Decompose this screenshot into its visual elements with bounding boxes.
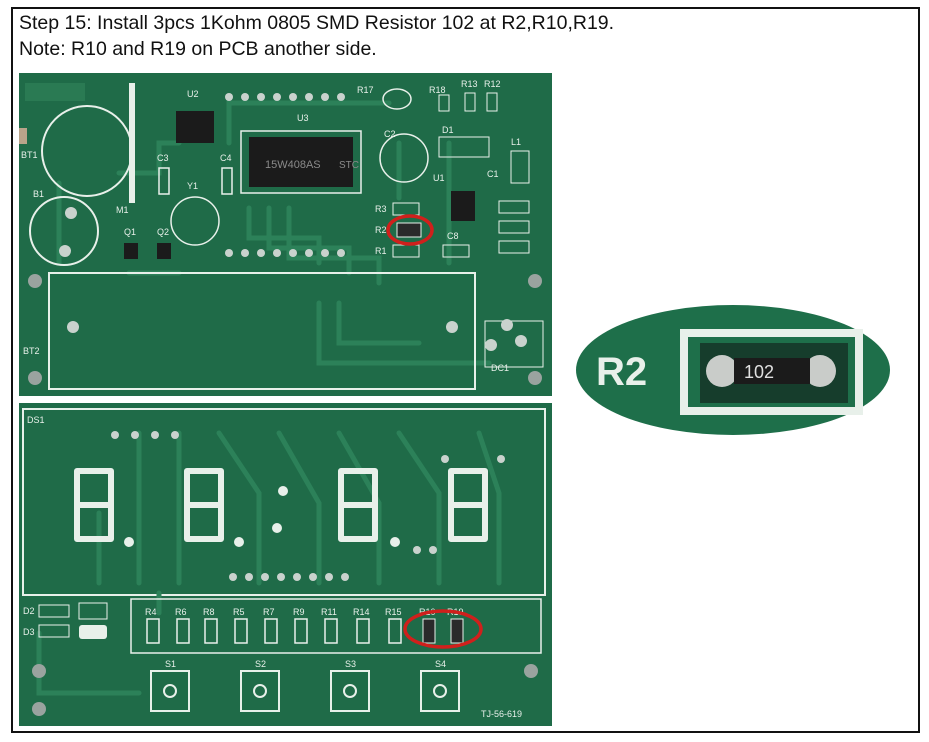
label-r2: R2 — [375, 225, 387, 235]
label-u3: U3 — [297, 113, 309, 123]
label-r18: R18 — [429, 85, 446, 95]
label-c3: C3 — [157, 153, 169, 163]
resistor-code: 102 — [744, 362, 774, 382]
label-bt1: BT1 — [21, 150, 38, 160]
label-r6: R6 — [175, 607, 187, 617]
label-s3: S3 — [345, 659, 356, 669]
chip-brand: STC — [339, 160, 359, 171]
label-q2: Q2 — [157, 227, 169, 237]
label-u1: U1 — [433, 173, 445, 183]
label-r14: R14 — [353, 607, 370, 617]
label-s4: S4 — [435, 659, 446, 669]
label-r11: R11 — [321, 607, 337, 617]
label-r8: R8 — [203, 607, 215, 617]
label-d3: D3 — [23, 627, 35, 637]
label-m1: M1 — [116, 205, 129, 215]
label-c2: C2 — [384, 129, 396, 139]
label-r7: R7 — [263, 607, 275, 617]
label-d1: D1 — [442, 125, 454, 135]
label-ds1: DS1 — [27, 415, 45, 425]
label-s1: S1 — [165, 659, 176, 669]
label-r13: R13 — [461, 79, 478, 89]
label-r5: R5 — [233, 607, 245, 617]
label-q1: Q1 — [124, 227, 136, 237]
label-c4: C4 — [220, 153, 232, 163]
label-r3: R3 — [375, 204, 387, 214]
pcb-top-board: BT1 B1 U2 15W408AS STC U3 C3 C4 Y1 M1 Q1… — [19, 73, 552, 396]
board-id: TJ-56-619 — [481, 709, 522, 719]
label-b1: B1 — [33, 189, 44, 199]
label-c1: C1 — [487, 169, 499, 179]
pcb-photo: BT1 B1 U2 15W408AS STC U3 C3 C4 Y1 M1 Q1… — [19, 73, 552, 726]
label-y1: Y1 — [187, 181, 198, 191]
zoom-inset: 102 R2 — [576, 305, 890, 435]
label-c8: C8 — [447, 231, 459, 241]
label-d2: D2 — [23, 606, 35, 616]
label-bt2: BT2 — [23, 346, 40, 356]
label-r1: R1 — [375, 246, 387, 256]
step-note: Note: R10 and R19 on PCB another side. — [19, 38, 377, 60]
step-title: Step 15: Install 3pcs 1Kohm 0805 SMD Res… — [19, 12, 615, 34]
label-l1: L1 — [511, 137, 521, 147]
label-r12: R12 — [484, 79, 501, 89]
label-s2: S2 — [255, 659, 266, 669]
label-r4: R4 — [145, 607, 157, 617]
pcb-bottom-board: DS1 D2 D3 — [19, 403, 552, 726]
label-dc1: DC1 — [491, 363, 509, 373]
chip-marking: 15W408AS — [265, 159, 321, 171]
label-r9: R9 — [293, 607, 305, 617]
highlight-r2 — [386, 214, 434, 246]
highlight-r10-r19 — [403, 609, 483, 649]
label-u2: U2 — [187, 89, 199, 99]
label-r17: R17 — [357, 85, 374, 95]
zoom-designator: R2 — [596, 350, 647, 394]
label-r15: R15 — [385, 607, 402, 617]
